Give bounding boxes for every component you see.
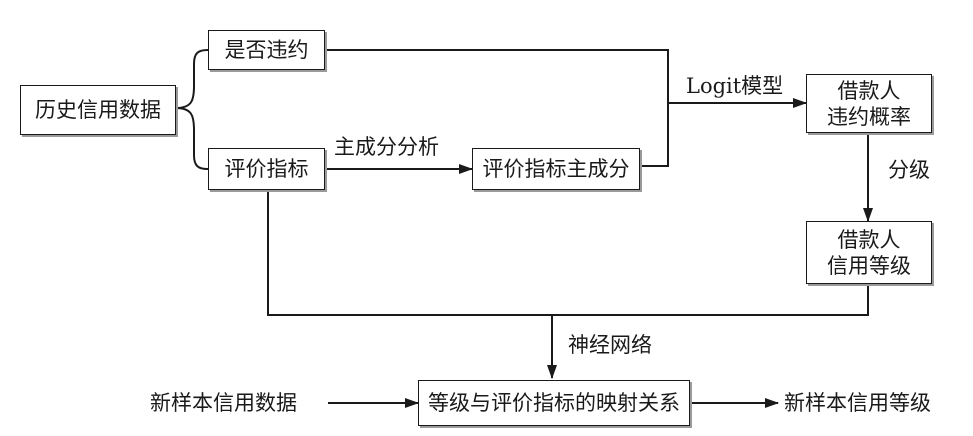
node-default-prob-line2: 违约概率 — [827, 104, 911, 129]
edge-default-to-junction — [325, 49, 669, 103]
edge-pc-to-junction — [640, 103, 669, 167]
node-history-data-label: 历史信用数据 — [35, 98, 161, 122]
label-neural-net: 神经网络 — [568, 333, 652, 357]
node-default-prob-line1: 借款人 — [837, 78, 901, 103]
node-credit-grade-line1: 借款人 — [837, 227, 901, 252]
brace-connector — [175, 49, 209, 109]
node-default-prob: 借款人 违约概率 — [806, 74, 932, 133]
node-eval-pc: 评价指标主成分 — [472, 148, 640, 190]
label-new-sample-input: 新样本信用数据 — [150, 391, 297, 415]
node-eval-index-label: 评价指标 — [224, 157, 309, 181]
node-eval-pc-label: 评价指标主成分 — [482, 157, 630, 181]
label-grading: 分级 — [888, 158, 930, 182]
node-default-flag-label: 是否违约 — [224, 38, 309, 62]
node-default-flag: 是否违约 — [208, 30, 325, 70]
label-new-sample-output: 新样本信用等级 — [784, 391, 931, 415]
node-mapping: 等级与评价指标的映射关系 — [418, 380, 690, 426]
label-logit: Logit模型 — [686, 74, 784, 98]
node-history-data: 历史信用数据 — [20, 85, 176, 135]
node-eval-index: 评价指标 — [208, 148, 325, 190]
node-credit-grade-line2: 信用等级 — [827, 253, 911, 278]
node-mapping-label: 等级与评价指标的映射关系 — [428, 391, 680, 415]
node-credit-grade: 借款人 信用等级 — [806, 221, 932, 284]
edge-index-down — [267, 190, 869, 316]
brace-connector — [175, 107, 209, 170]
label-pca: 主成分分析 — [334, 135, 439, 159]
